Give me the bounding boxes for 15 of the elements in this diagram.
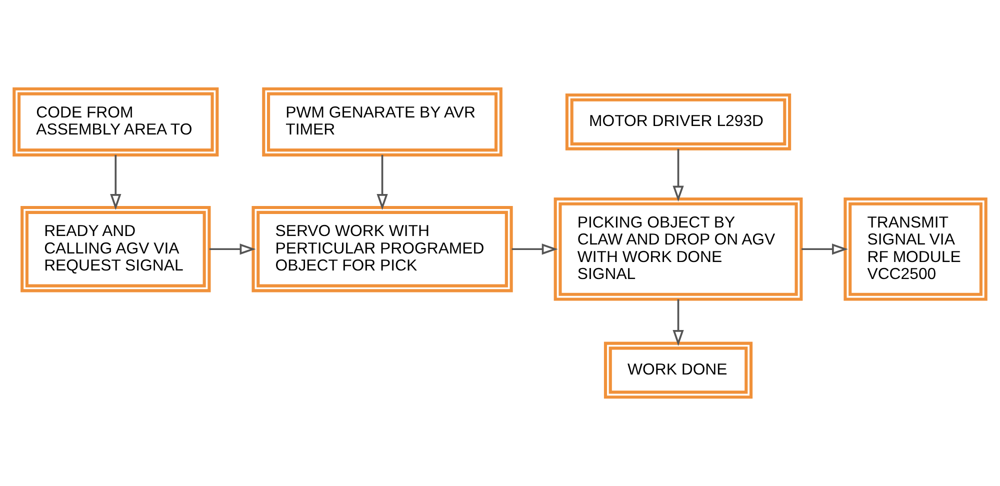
node-box: CODE FROM ASSEMBLY AREA TO bbox=[12, 87, 219, 156]
arrow bbox=[672, 148, 684, 202]
arrow bbox=[376, 154, 388, 210]
arrow bbox=[110, 154, 122, 210]
node-box: PICKING OBJECT BY CLAW AND DROP ON AGV WITH WORK DONE SIGNAL bbox=[554, 197, 803, 301]
arrow bbox=[512, 244, 558, 255]
node-box: TRANSMIT SIGNAL VIA RF MODULE VCC2500 bbox=[844, 197, 988, 301]
node-box: WORK DONE bbox=[604, 342, 753, 399]
node-box: SERVO WORK WITH PERTICULAR PROGRAMED OBJECT FOR PICK bbox=[252, 206, 513, 292]
arrow bbox=[672, 299, 684, 346]
node-box: READY AND CALLING AGV VIA REQUEST SIGNAL bbox=[20, 206, 211, 292]
node-box: PWM GENARATE BY AVR TIMER bbox=[262, 87, 502, 156]
node-box: MOTOR DRIVER L293D bbox=[565, 93, 792, 150]
arrow bbox=[802, 244, 848, 255]
arrow bbox=[209, 244, 256, 255]
